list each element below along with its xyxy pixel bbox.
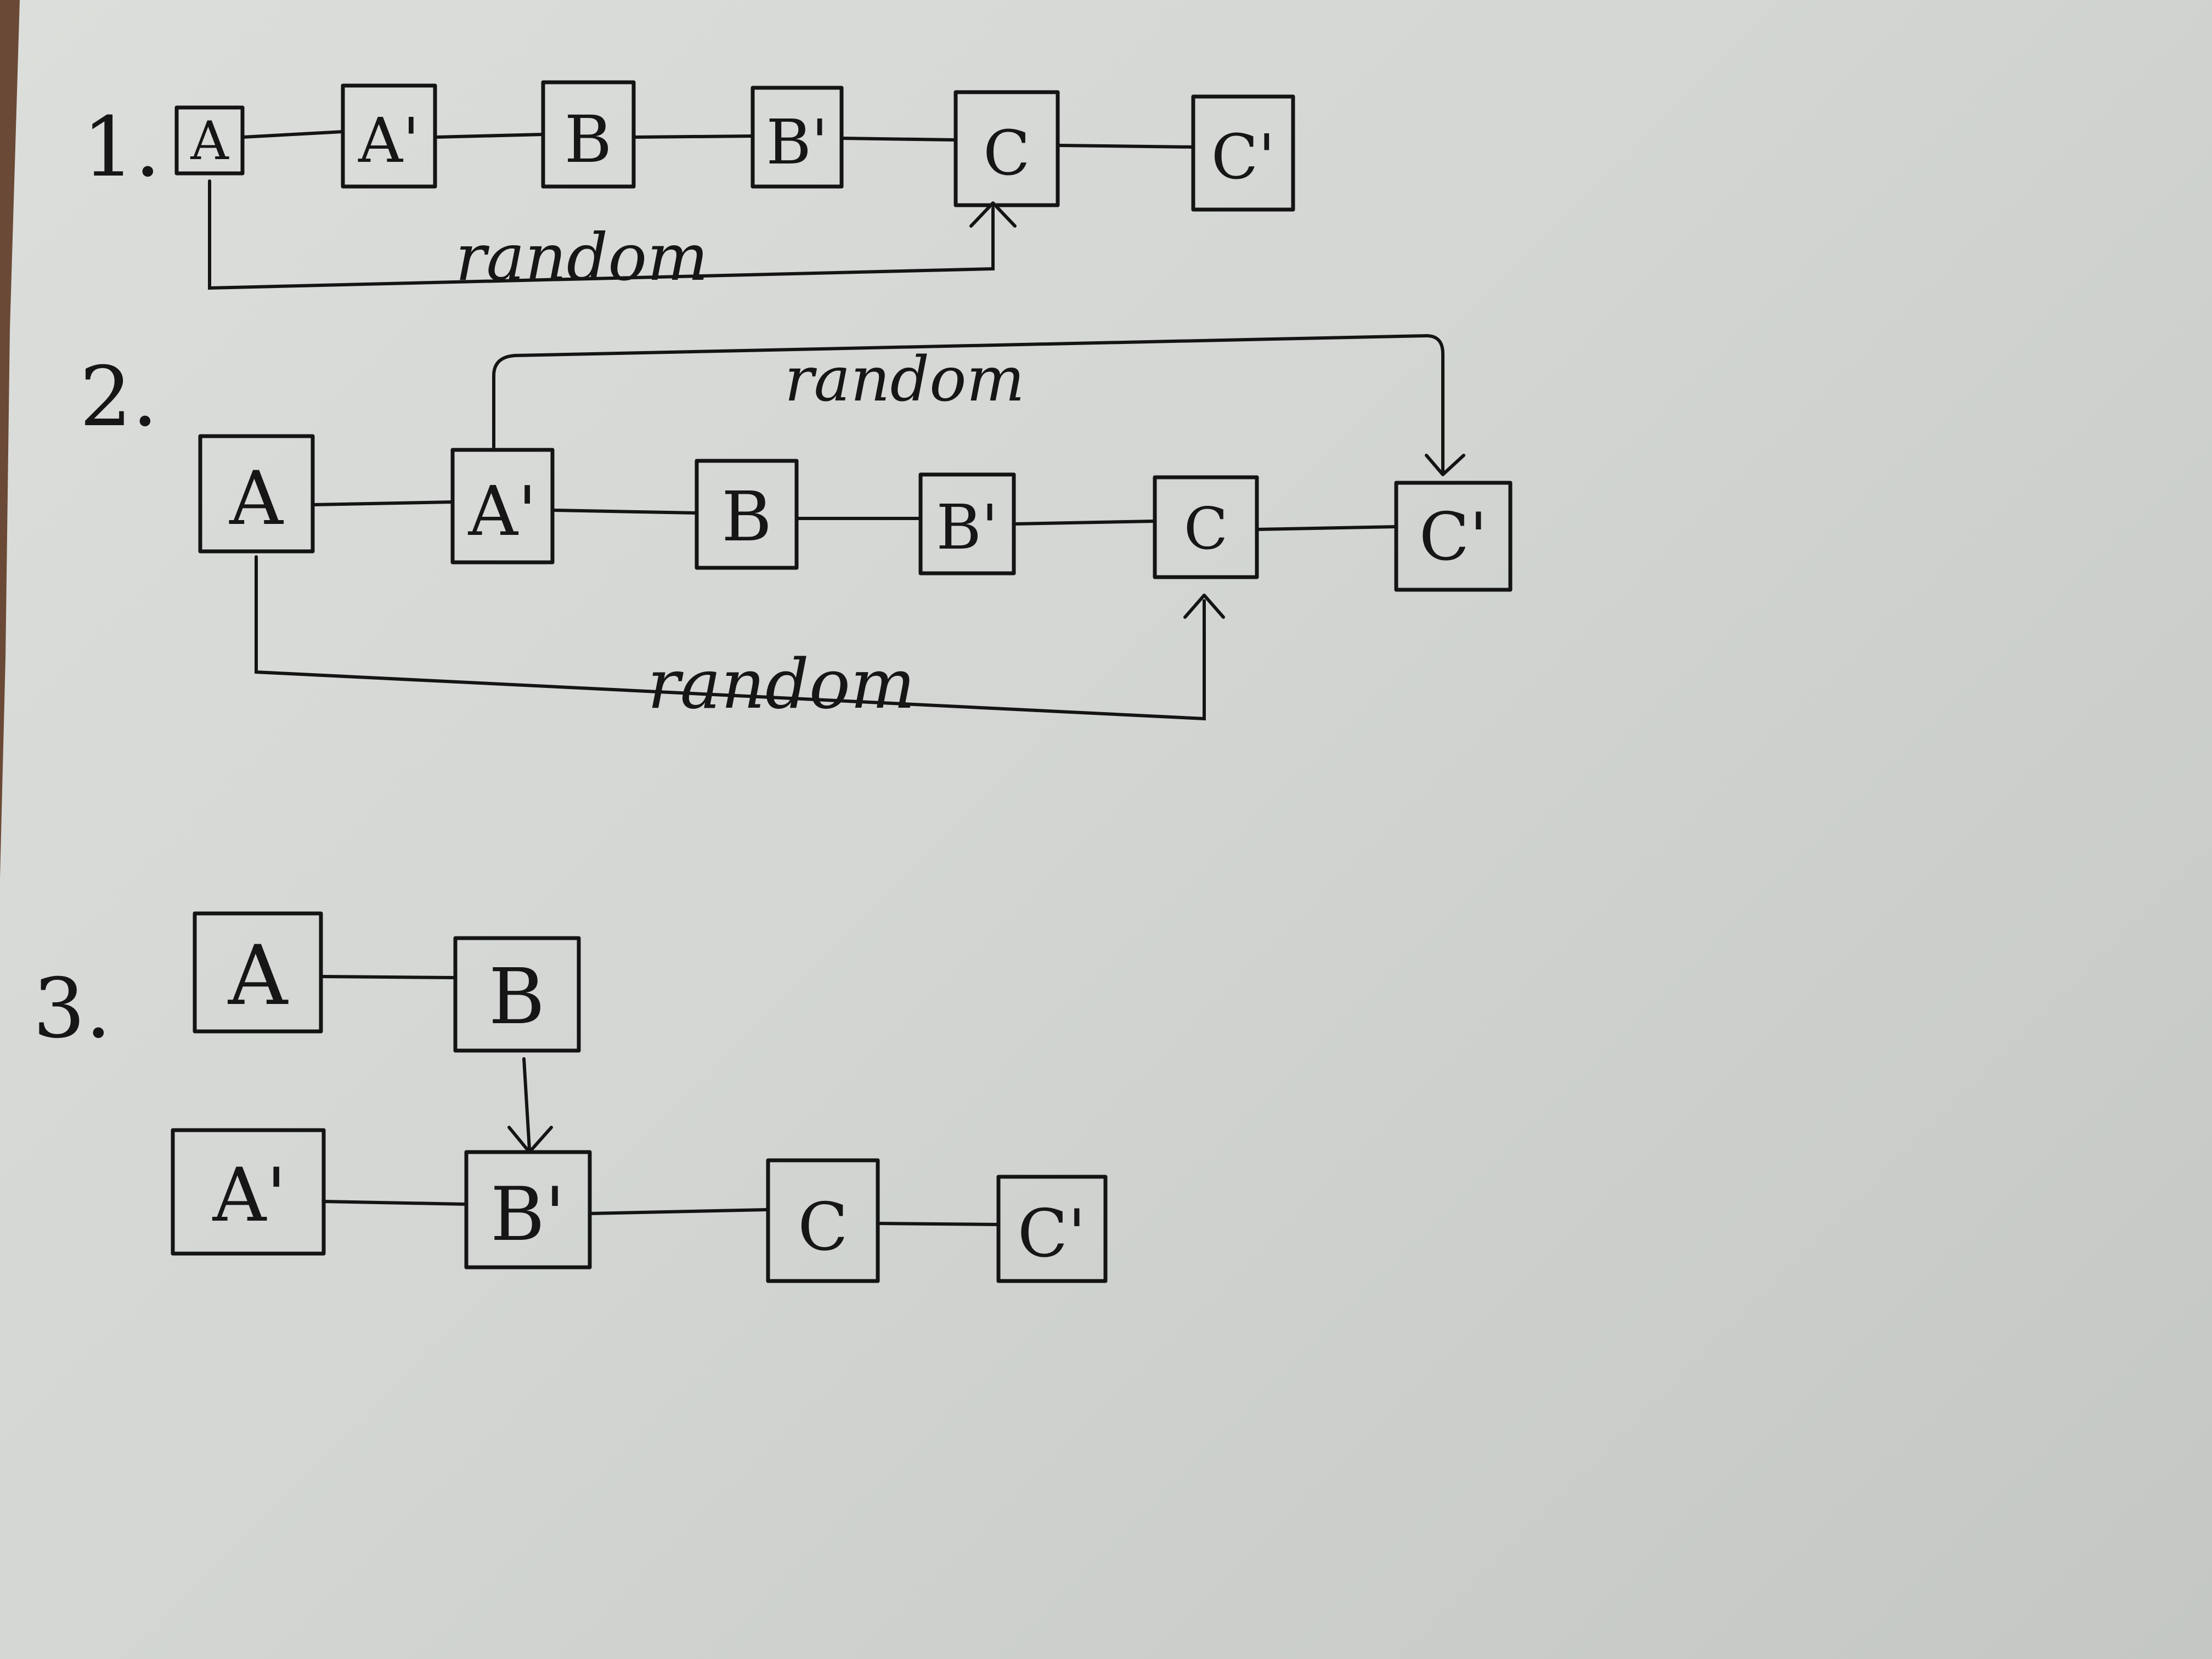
diagram-2-number: 2. xyxy=(80,349,158,445)
d3-node-box-a-prime xyxy=(171,1128,326,1256)
d2-edge-a-a-prime xyxy=(311,500,454,506)
d2-random-pointer-bottom xyxy=(255,555,1206,721)
d2-node-c-prime: C' xyxy=(1419,499,1488,575)
d2-random-arrowhead-bottom xyxy=(1183,594,1225,619)
d3-node-box-b xyxy=(453,936,581,1053)
d1-node-box-c xyxy=(953,90,1060,207)
d1-node-a: A xyxy=(190,110,229,172)
d2-node-box-c-prime xyxy=(1394,481,1513,592)
d2-edge-c-c-prime xyxy=(1255,525,1398,531)
d1-random-pointer xyxy=(208,179,995,290)
d1-random-arrowhead xyxy=(969,201,1017,228)
diagram-3-number: 3. xyxy=(33,961,111,1057)
diagram-1-number: 1. xyxy=(82,100,161,195)
d2-node-a: A xyxy=(229,455,284,541)
d2-node-box-a-prime xyxy=(450,448,555,565)
d3-node-b-prime: B' xyxy=(490,1171,565,1257)
d3-pointer-b-b-prime xyxy=(522,1057,531,1151)
d1-edge-a-a-prime xyxy=(241,130,345,139)
d2-node-b: B xyxy=(721,477,772,557)
d2-node-box-c xyxy=(1153,475,1259,579)
d2-random-pointer-top xyxy=(492,334,1444,473)
d1-node-c-prime: C' xyxy=(1211,122,1275,193)
d1-edge-b-prime-c xyxy=(840,137,957,142)
d2-node-b-prime: B' xyxy=(936,492,998,563)
d3-edge-a-prime-b-prime xyxy=(322,1200,468,1206)
d2-edge-b-prime-c xyxy=(1012,520,1156,526)
d3-node-box-b-prime xyxy=(464,1150,592,1269)
d1-node-b: B xyxy=(565,101,612,177)
d2-random-arrowhead-top xyxy=(1425,454,1465,476)
d3-node-c: C xyxy=(798,1189,848,1266)
d1-edge-b-b-prime xyxy=(632,134,754,139)
d1-node-box-c-prime xyxy=(1191,94,1295,212)
d3-node-box-a xyxy=(193,911,323,1034)
d3-node-b: B xyxy=(489,952,545,1042)
d3-node-a: A xyxy=(228,928,289,1024)
diagram-1: 1. A A' B B' C C' random xyxy=(82,80,1295,295)
d1-random-label: random xyxy=(455,219,708,295)
d2-random-label-top: random xyxy=(785,344,1025,415)
d3-node-box-c xyxy=(766,1158,880,1283)
d1-node-a-prime: A' xyxy=(358,105,420,177)
d1-node-c: C xyxy=(983,118,1030,189)
d2-edge-a-prime-b xyxy=(551,509,698,515)
d2-node-c: C xyxy=(1184,495,1228,562)
d3-node-c-prime: C' xyxy=(1018,1196,1086,1272)
d3-node-box-c-prime xyxy=(996,1175,1108,1283)
d1-node-box-a xyxy=(174,105,245,176)
d3-edge-a-b xyxy=(319,975,457,979)
d2-node-a-prime: A' xyxy=(468,472,537,551)
d3-edge-b-prime-c xyxy=(588,1208,770,1215)
d3-edge-c-c-prime xyxy=(876,1222,1000,1226)
d1-edge-a-prime-b xyxy=(433,133,545,139)
d3-node-a-prime: A' xyxy=(212,1152,287,1238)
diagram-3: 3. A B A' B' C C' xyxy=(33,911,1108,1283)
diagram-2: 2. A A' B B' C C' random random xyxy=(80,334,1513,724)
d1-edge-c-c-prime xyxy=(1056,144,1195,149)
d1-node-b-prime: B' xyxy=(766,107,828,178)
d2-random-label-bottom: random xyxy=(647,645,916,724)
d2-node-box-a xyxy=(198,434,315,554)
